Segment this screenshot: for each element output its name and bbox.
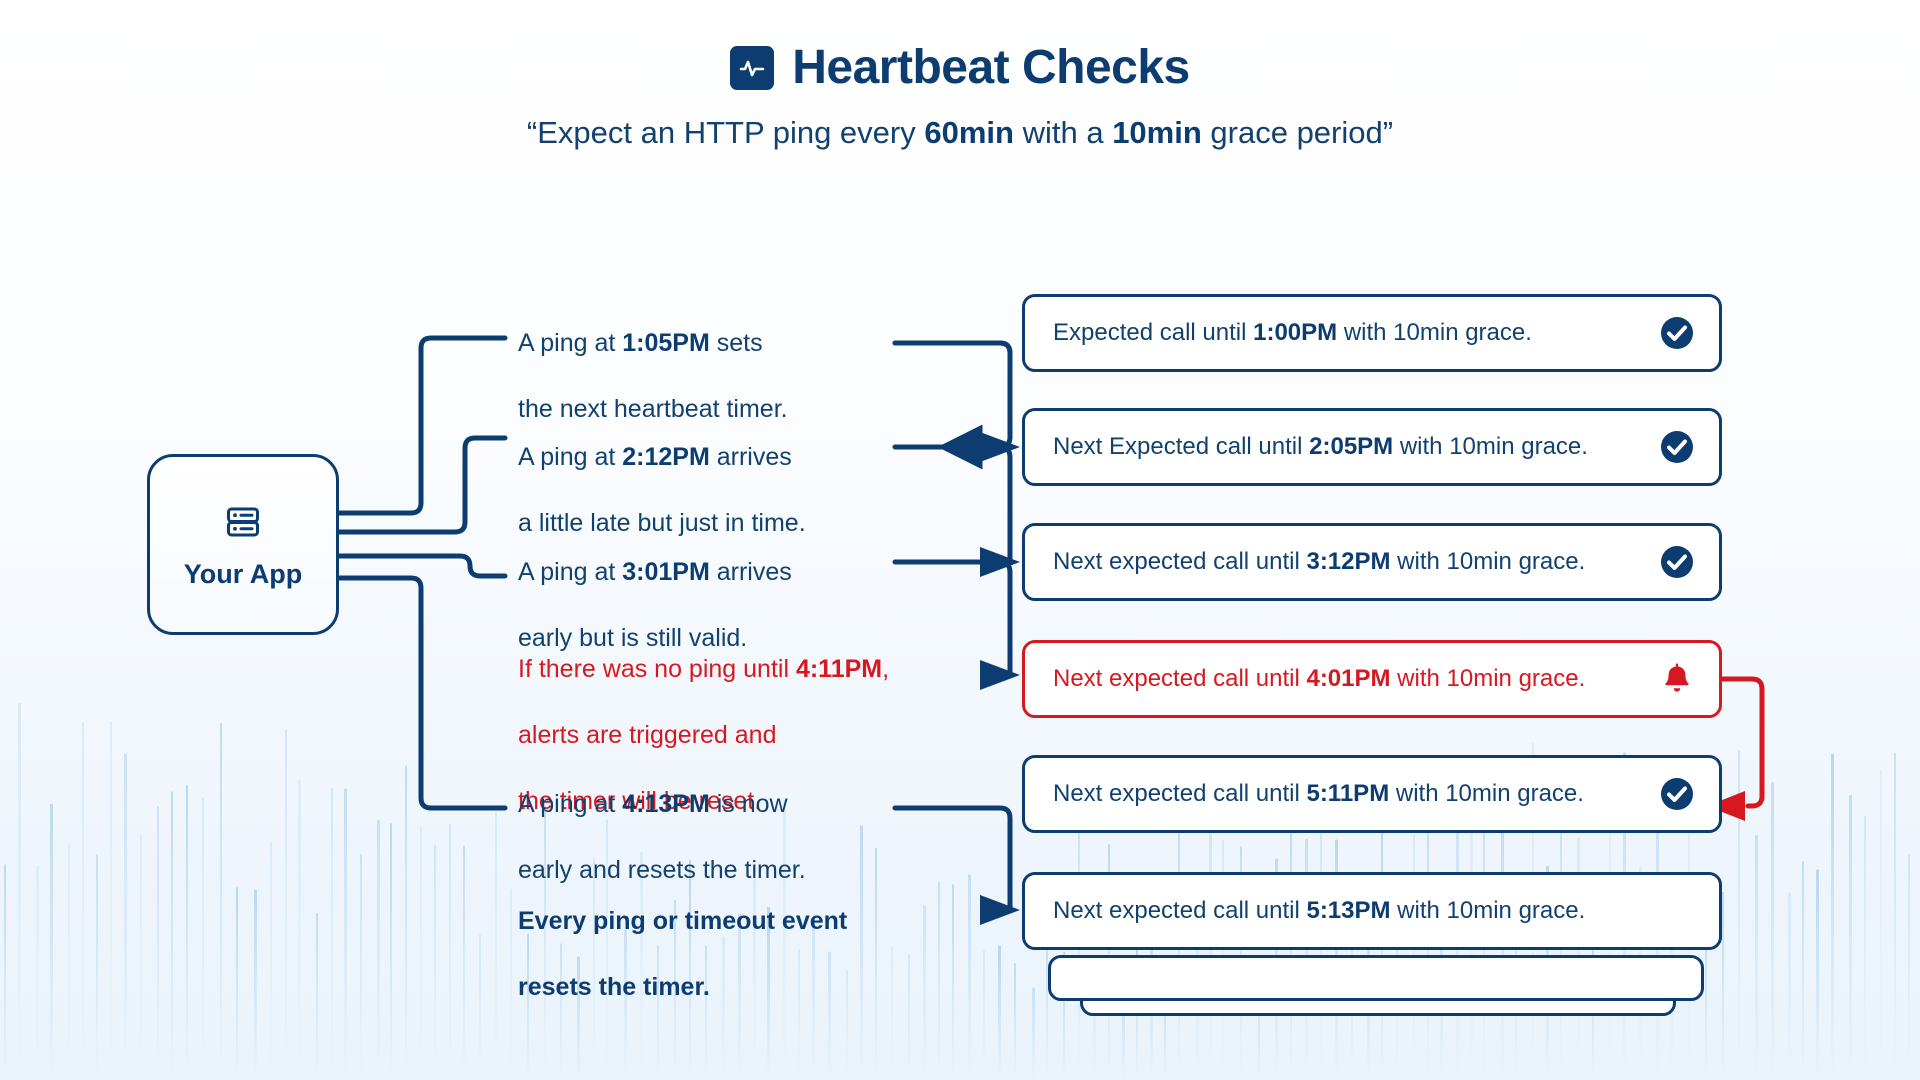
page-title: Heartbeat Checks (792, 41, 1190, 94)
step-2-line1-c: arrives (709, 558, 792, 586)
step-3-line1-a: If there was no ping until (518, 655, 796, 683)
card-arrowheads (980, 432, 1020, 925)
title-row: Heartbeat Checks (0, 44, 1920, 92)
subtitle-grace: 10min (1112, 115, 1202, 150)
card-3-time: 3:12PM (1306, 547, 1391, 575)
branch-to-step-1 (330, 335, 508, 516)
card-6[interactable]: Next expected call until 5:13PM with 10m… (1022, 872, 1722, 950)
step-1-line1-c: arrives (709, 443, 792, 471)
card-5-prefix: Next expected call until (1053, 779, 1307, 807)
step-2-time: 3:01PM (622, 558, 710, 586)
check-circle-icon (1657, 542, 1697, 582)
step-no-ping-411: If there was no ping until 4:11PM, alert… (518, 620, 889, 818)
arrowhead-card-6 (980, 895, 1020, 925)
card-4-text: Next expected call until 4:01PM with 10m… (1053, 664, 1643, 692)
subtitle-part-2: with a (1013, 115, 1113, 150)
card-3-text: Next expected call until 3:12PM with 10m… (1053, 547, 1643, 575)
stacked-card-shadow-1 (1048, 955, 1704, 1001)
arrowhead-alert-reset (1707, 791, 1745, 821)
server-icon (220, 499, 266, 545)
card-4-alert[interactable]: Next expected call until 4:01PM with 10m… (1022, 640, 1722, 718)
your-app-node[interactable]: Your App (147, 454, 339, 635)
subtitle-part-1: “Expect an HTTP ping every (526, 115, 925, 150)
card-1[interactable]: Expected call until 1:00PM with 10min gr… (1022, 294, 1722, 372)
arrowhead-card-4 (980, 660, 1020, 690)
card-1-prefix: Expected call until (1053, 318, 1254, 346)
card-6-prefix: Next expected call until (1053, 896, 1307, 924)
step-1-line1-a: A ping at (518, 443, 623, 471)
step-1-line2: a little late but just in time. (518, 509, 806, 537)
step-ping-413: A ping at 4:13PM is now early and resets… (518, 755, 806, 887)
step-0-line1-c: sets (709, 329, 763, 357)
step-summary: Every ping or timeout event resets the t… (518, 872, 847, 1004)
elbow-seg-2 (892, 444, 1013, 565)
step-4-time: 4:13PM (622, 790, 710, 818)
elbow-seg-3 (892, 559, 1013, 678)
step-3-time: 4:11PM (795, 655, 883, 683)
branch-to-step-2 (330, 435, 508, 535)
branch-to-step-4 (330, 575, 508, 811)
card-2-suffix: with 10min grace. (1393, 432, 1588, 460)
card-6-time: 5:13PM (1306, 896, 1391, 924)
step-2-line1-a: A ping at (518, 558, 623, 586)
heartbeat-pulse-icon (730, 46, 775, 90)
card-5[interactable]: Next expected call until 5:11PM with 10m… (1022, 755, 1722, 833)
step-4-line1-a: A ping at (518, 790, 623, 818)
card-6-text: Next expected call until 5:13PM with 10m… (1053, 896, 1697, 924)
step-5-line1: Every ping or timeout event (518, 907, 848, 935)
step-0-line2: the next heartbeat timer. (518, 395, 788, 423)
arrowhead-card-3 (980, 547, 1020, 577)
card-4-time: 4:01PM (1306, 664, 1391, 692)
step-4-line1-c: is now (709, 790, 788, 818)
step-4-line2: early and resets the timer. (518, 856, 806, 884)
step-0-line1-a: A ping at (518, 329, 623, 357)
step-ping-301: A ping at 3:01PM arrives early but is st… (518, 523, 792, 655)
step-1-time: 2:12PM (622, 443, 710, 471)
subtitle-interval: 60min (924, 115, 1014, 150)
elbow-seg-1 (892, 340, 1013, 440)
page-subtitle: “Expect an HTTP ping every 60min with a … (0, 114, 1920, 151)
card-4-suffix: with 10min grace. (1390, 664, 1586, 692)
step-2-line2: early but is still valid. (518, 624, 748, 652)
bell-icon (1657, 659, 1697, 699)
card-1-suffix: with 10min grace. (1337, 318, 1532, 346)
check-circle-icon (1657, 774, 1697, 814)
branch-to-step-3 (330, 553, 508, 579)
card-4-prefix: Next expected call until (1053, 664, 1307, 692)
step-0-time: 1:05PM (622, 329, 710, 357)
card-1-time: 1:00PM (1253, 318, 1338, 346)
card-6-suffix: with 10min grace. (1390, 896, 1586, 924)
card-1-text: Expected call until 1:00PM with 10min gr… (1053, 318, 1643, 346)
card-3-suffix: with 10min grace. (1390, 547, 1586, 575)
card-3[interactable]: Next expected call until 3:12PM with 10m… (1022, 523, 1722, 601)
step-5-line2: resets the timer. (518, 973, 710, 1001)
step-ping-105: A ping at 1:05PM sets the next heartbeat… (518, 294, 788, 426)
card-5-time: 5:11PM (1306, 779, 1390, 807)
your-app-label: Your App (183, 559, 303, 589)
card-2-text: Next Expected call until 2:05PM with 10m… (1053, 432, 1643, 460)
step-ping-212: A ping at 2:12PM arrives a little late b… (518, 408, 806, 540)
check-circle-icon (1657, 313, 1697, 353)
subtitle-part-3: grace period” (1201, 115, 1394, 150)
card-5-suffix: with 10min grace. (1389, 779, 1584, 807)
card-2[interactable]: Next Expected call until 2:05PM with 10m… (1022, 408, 1722, 486)
card-5-text: Next expected call until 5:11PM with 10m… (1053, 779, 1643, 807)
step-3-line2: alerts are triggered and (518, 721, 777, 749)
card-3-prefix: Next expected call until (1053, 547, 1307, 575)
header: Heartbeat Checks “Expect an HTTP ping ev… (0, 0, 1920, 151)
alert-reset-loop (1719, 676, 1765, 809)
check-circle-icon (1657, 427, 1697, 467)
step-3-line3: the timer will be reset. (518, 787, 762, 815)
elbow-to-card-2 (892, 340, 1013, 470)
elbow-seg-4 (892, 805, 1013, 913)
step-3-line1-c: , (882, 655, 890, 683)
card-2-prefix: Next Expected call until (1053, 432, 1310, 460)
arrowhead-card-2 (980, 432, 1020, 462)
card-2-time: 2:05PM (1309, 432, 1394, 460)
